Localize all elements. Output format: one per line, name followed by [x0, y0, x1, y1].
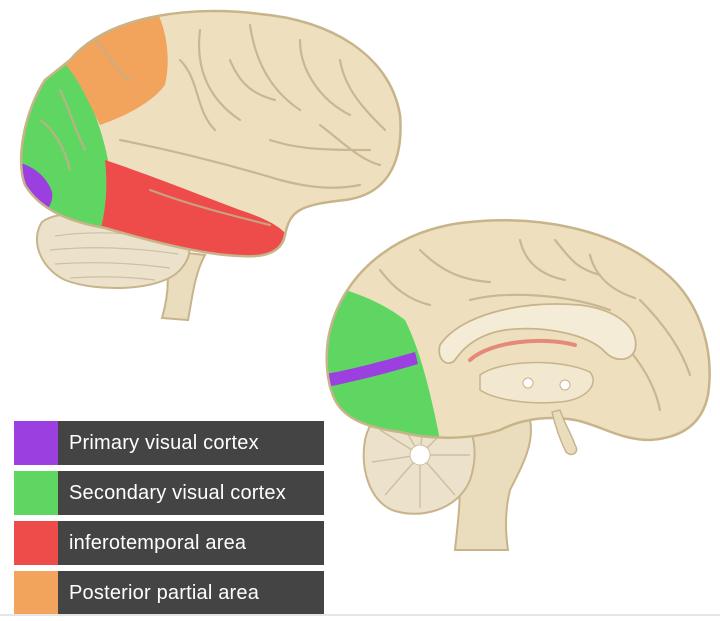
primary-visual-cortex-swatch: [14, 421, 58, 465]
legend-item-secondary-visual-cortex: Secondary visual cortex: [14, 471, 324, 515]
legend-item-posterior-partial-area: Posterior partial area: [14, 571, 324, 615]
corpus-callosum: [438, 303, 637, 365]
legend-label: Secondary visual cortex: [69, 481, 286, 504]
legend-label: Primary visual cortex: [69, 431, 259, 454]
lateral-cerebrum-outline: [19, 9, 402, 258]
inferotemporal-area-swatch: [14, 521, 58, 565]
primary-visual-cortex-medial: [326, 352, 418, 388]
bottom-divider: [0, 614, 720, 616]
thalamus: [479, 361, 594, 404]
legend-label: Posterior partial area: [69, 581, 260, 604]
legend-item-primary-visual-cortex: Primary visual cortex: [14, 421, 324, 465]
pineal-body: [522, 377, 534, 389]
lateral-brain-view: [19, 9, 402, 322]
fornix: [468, 338, 577, 362]
inferotemporal-area-lateral: [100, 160, 295, 257]
secondary-visual-cortex-swatch: [14, 471, 58, 515]
legend: Primary visual cortex Secondary visual c…: [14, 421, 324, 621]
midsagittal-brain-view: [325, 219, 711, 551]
pituitary: [551, 409, 578, 456]
legend-label: inferotemporal area: [69, 531, 247, 554]
anterior-commissure: [559, 379, 571, 391]
posterior-partial-area-swatch: [14, 571, 58, 615]
legend-item-inferotemporal-area: inferotemporal area: [14, 521, 324, 565]
midsagittal-cerebrum-outline: [325, 219, 711, 442]
lateral-sulci: [38, 23, 387, 227]
